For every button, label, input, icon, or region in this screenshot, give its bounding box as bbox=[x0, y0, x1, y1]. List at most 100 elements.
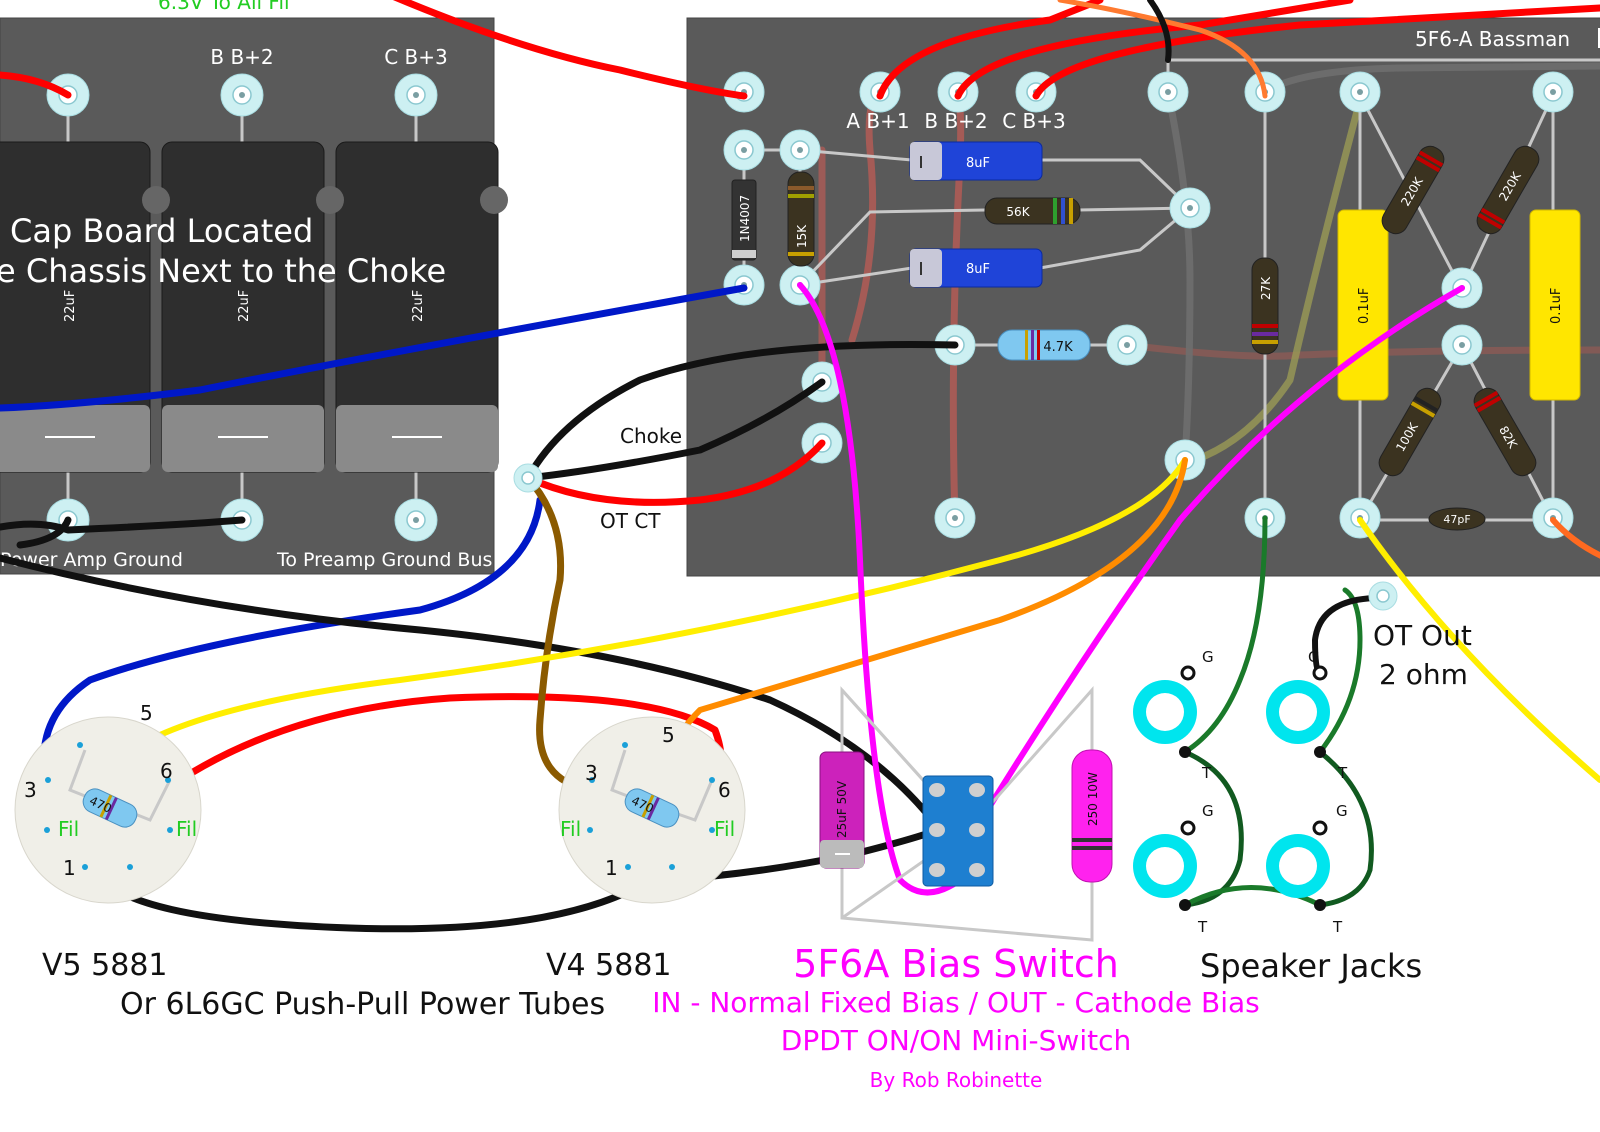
cap-0-1uf-right: 0.1uF bbox=[1529, 209, 1581, 401]
eyelet-1 bbox=[723, 71, 765, 113]
cap-0-1uf-left: 0.1uF bbox=[1337, 209, 1389, 401]
cap-0-1uf-right-label: 0.1uF bbox=[1549, 288, 1564, 324]
jack-2-t: T bbox=[1337, 764, 1348, 782]
v5-pin-5: 5 bbox=[140, 701, 153, 725]
v4-fil-left: Fil bbox=[560, 817, 581, 841]
speaker-jack-1 bbox=[1133, 665, 1197, 744]
cap-47pf-label: 47pF bbox=[1443, 513, 1470, 526]
speaker-jack-4 bbox=[1266, 820, 1330, 898]
v5-fil-right: Fil bbox=[176, 817, 197, 841]
speaker-jack-3 bbox=[1133, 820, 1197, 898]
tube-v5: 470 3 5 6 1 Fil Fil bbox=[14, 701, 202, 904]
cap-1-value: 22uF bbox=[63, 290, 78, 322]
speaker-jack-2 bbox=[1266, 665, 1330, 744]
bias-switch-line-1: IN - Normal Fixed Bias / OUT - Cathode B… bbox=[652, 986, 1259, 1019]
v4-pin-5: 5 bbox=[662, 723, 675, 747]
bias-resistor-250: 250 10W bbox=[1071, 749, 1113, 883]
v5-fil-left: Fil bbox=[58, 817, 79, 841]
v4-fil-right: Fil bbox=[714, 817, 735, 841]
v5-pin-3: 3 bbox=[24, 778, 37, 802]
cap-board-location-1: Cap Board Located bbox=[10, 212, 313, 250]
ot-out-label-2: 2 ohm bbox=[1379, 658, 1468, 691]
wires bbox=[0, 0, 1600, 933]
resistor-4-7k: 4.7K bbox=[997, 329, 1091, 361]
eyelet-16 bbox=[1106, 324, 1148, 366]
jack-4-g: G bbox=[1336, 802, 1348, 820]
resistor-220k-left: 220K bbox=[1381, 145, 1445, 235]
main-eyelet-board: 5F6-A Bassman bbox=[686, 17, 1600, 577]
jack-1-g: G bbox=[1202, 648, 1214, 666]
eyelet-7 bbox=[1339, 71, 1381, 113]
cap-3-value: 22uF bbox=[411, 290, 426, 322]
choke-label: Choke bbox=[620, 424, 682, 448]
v4-pin-6: 6 bbox=[718, 778, 731, 802]
resistor-27k-label: 27K bbox=[1259, 276, 1273, 300]
eyelet-10 bbox=[779, 129, 821, 171]
power-tubes-alt-label: Or 6L6GC Push-Pull Power Tubes bbox=[120, 987, 605, 1022]
power-amp-ground-label: Power Amp Ground bbox=[0, 549, 183, 571]
bias-switch-title: 5F6A Bias Switch bbox=[793, 942, 1119, 986]
v4-pin-1: 1 bbox=[605, 856, 618, 880]
resistor-27k: 27K bbox=[1251, 257, 1279, 355]
cap-board-label-c: C B+3 bbox=[384, 45, 448, 69]
cap-board-location-2: e Chassis Next to the Choke bbox=[0, 252, 446, 290]
filter-cap-2: 22uF bbox=[161, 141, 325, 473]
dpdt-switch bbox=[922, 775, 994, 887]
cap-8uf-bottom-label: 8uF bbox=[966, 262, 990, 277]
diode-1n4007: 1N4007 bbox=[731, 179, 757, 261]
eyelet-5 bbox=[1147, 71, 1189, 113]
terminal-label-a: A B+1 bbox=[846, 109, 909, 133]
jack-1-t: T bbox=[1201, 764, 1212, 782]
v4-label: V4 5881 bbox=[546, 948, 672, 983]
bias-switch-line-2: DPDT ON/ON Mini-Switch bbox=[781, 1024, 1131, 1057]
v5-pin-1: 1 bbox=[63, 856, 76, 880]
resistor-4-7k-label: 4.7K bbox=[1043, 340, 1073, 355]
cap-47pf: 47pF bbox=[1428, 507, 1486, 531]
resistor-15k-label: 15K bbox=[795, 224, 809, 248]
cap-board: 6.3V To All Fil 22uF 22uF 22uF bbox=[0, 0, 508, 575]
author-byline: By Rob Robinette bbox=[870, 1068, 1043, 1092]
v4-pin-3: 3 bbox=[585, 761, 598, 785]
cap-8uf-top-label: 8uF bbox=[966, 156, 990, 171]
bias-resistor-label: 250 10W bbox=[1086, 772, 1100, 826]
terminal-label-c: C B+3 bbox=[1002, 109, 1066, 133]
v5-label: V5 5881 bbox=[42, 948, 168, 983]
cap-board-label-b: B B+2 bbox=[210, 45, 273, 69]
jack-3-g: G bbox=[1202, 802, 1214, 820]
bias-switch-assembly: 25uF 50V 250 10W bbox=[819, 686, 1113, 942]
eyelet-11 bbox=[1169, 187, 1211, 229]
jack-3-t: T bbox=[1197, 918, 1208, 936]
board-title: 5F6-A Bassman bbox=[1415, 27, 1570, 51]
bias-cap-25uf: 25uF 50V bbox=[819, 751, 865, 869]
resistor-56k-label: 56K bbox=[1006, 205, 1030, 219]
eyelet-9 bbox=[723, 129, 765, 171]
diode-label: 1N4007 bbox=[738, 195, 752, 242]
jack-4-t: T bbox=[1332, 918, 1343, 936]
cap-0-1uf-left-label: 0.1uF bbox=[1357, 288, 1372, 324]
cap-board-eyelet-g3 bbox=[394, 498, 438, 542]
eyelet-19 bbox=[934, 497, 976, 539]
cap-8uf-bottom: 8uF bbox=[909, 248, 1043, 288]
ot-out-label-1: OT Out bbox=[1373, 619, 1472, 652]
cap-2-value: 22uF bbox=[237, 290, 252, 322]
cap-board-eyelet-c bbox=[394, 73, 438, 117]
filter-cap-1: 22uF bbox=[0, 141, 151, 473]
speaker-jacks: G T G T G T G T bbox=[1133, 648, 1348, 936]
cap-board-eyelet-b bbox=[220, 73, 264, 117]
ot-connection-choke bbox=[513, 463, 543, 493]
speaker-jacks-title: Speaker Jacks bbox=[1200, 947, 1422, 985]
cap-board-top-label: 6.3V To All Fil bbox=[158, 0, 290, 14]
resistor-56k: 56K bbox=[984, 197, 1081, 225]
v5-pin-6: 6 bbox=[160, 759, 173, 783]
terminal-label-b: B B+2 bbox=[924, 109, 987, 133]
filter-cap-3: 22uF bbox=[335, 141, 499, 473]
bias-cap-label: 25uF 50V bbox=[835, 780, 849, 838]
jack-2-g: G bbox=[1308, 648, 1320, 666]
resistor-82k: 82K bbox=[1473, 387, 1537, 477]
eyelet-17 bbox=[1441, 324, 1483, 366]
tube-v4: 470 3 5 6 1 Fil Fil bbox=[558, 716, 746, 904]
eyelet-8 bbox=[1532, 71, 1574, 113]
resistor-15k: 15K bbox=[787, 171, 815, 267]
ot-ct-label: OT CT bbox=[600, 509, 661, 533]
